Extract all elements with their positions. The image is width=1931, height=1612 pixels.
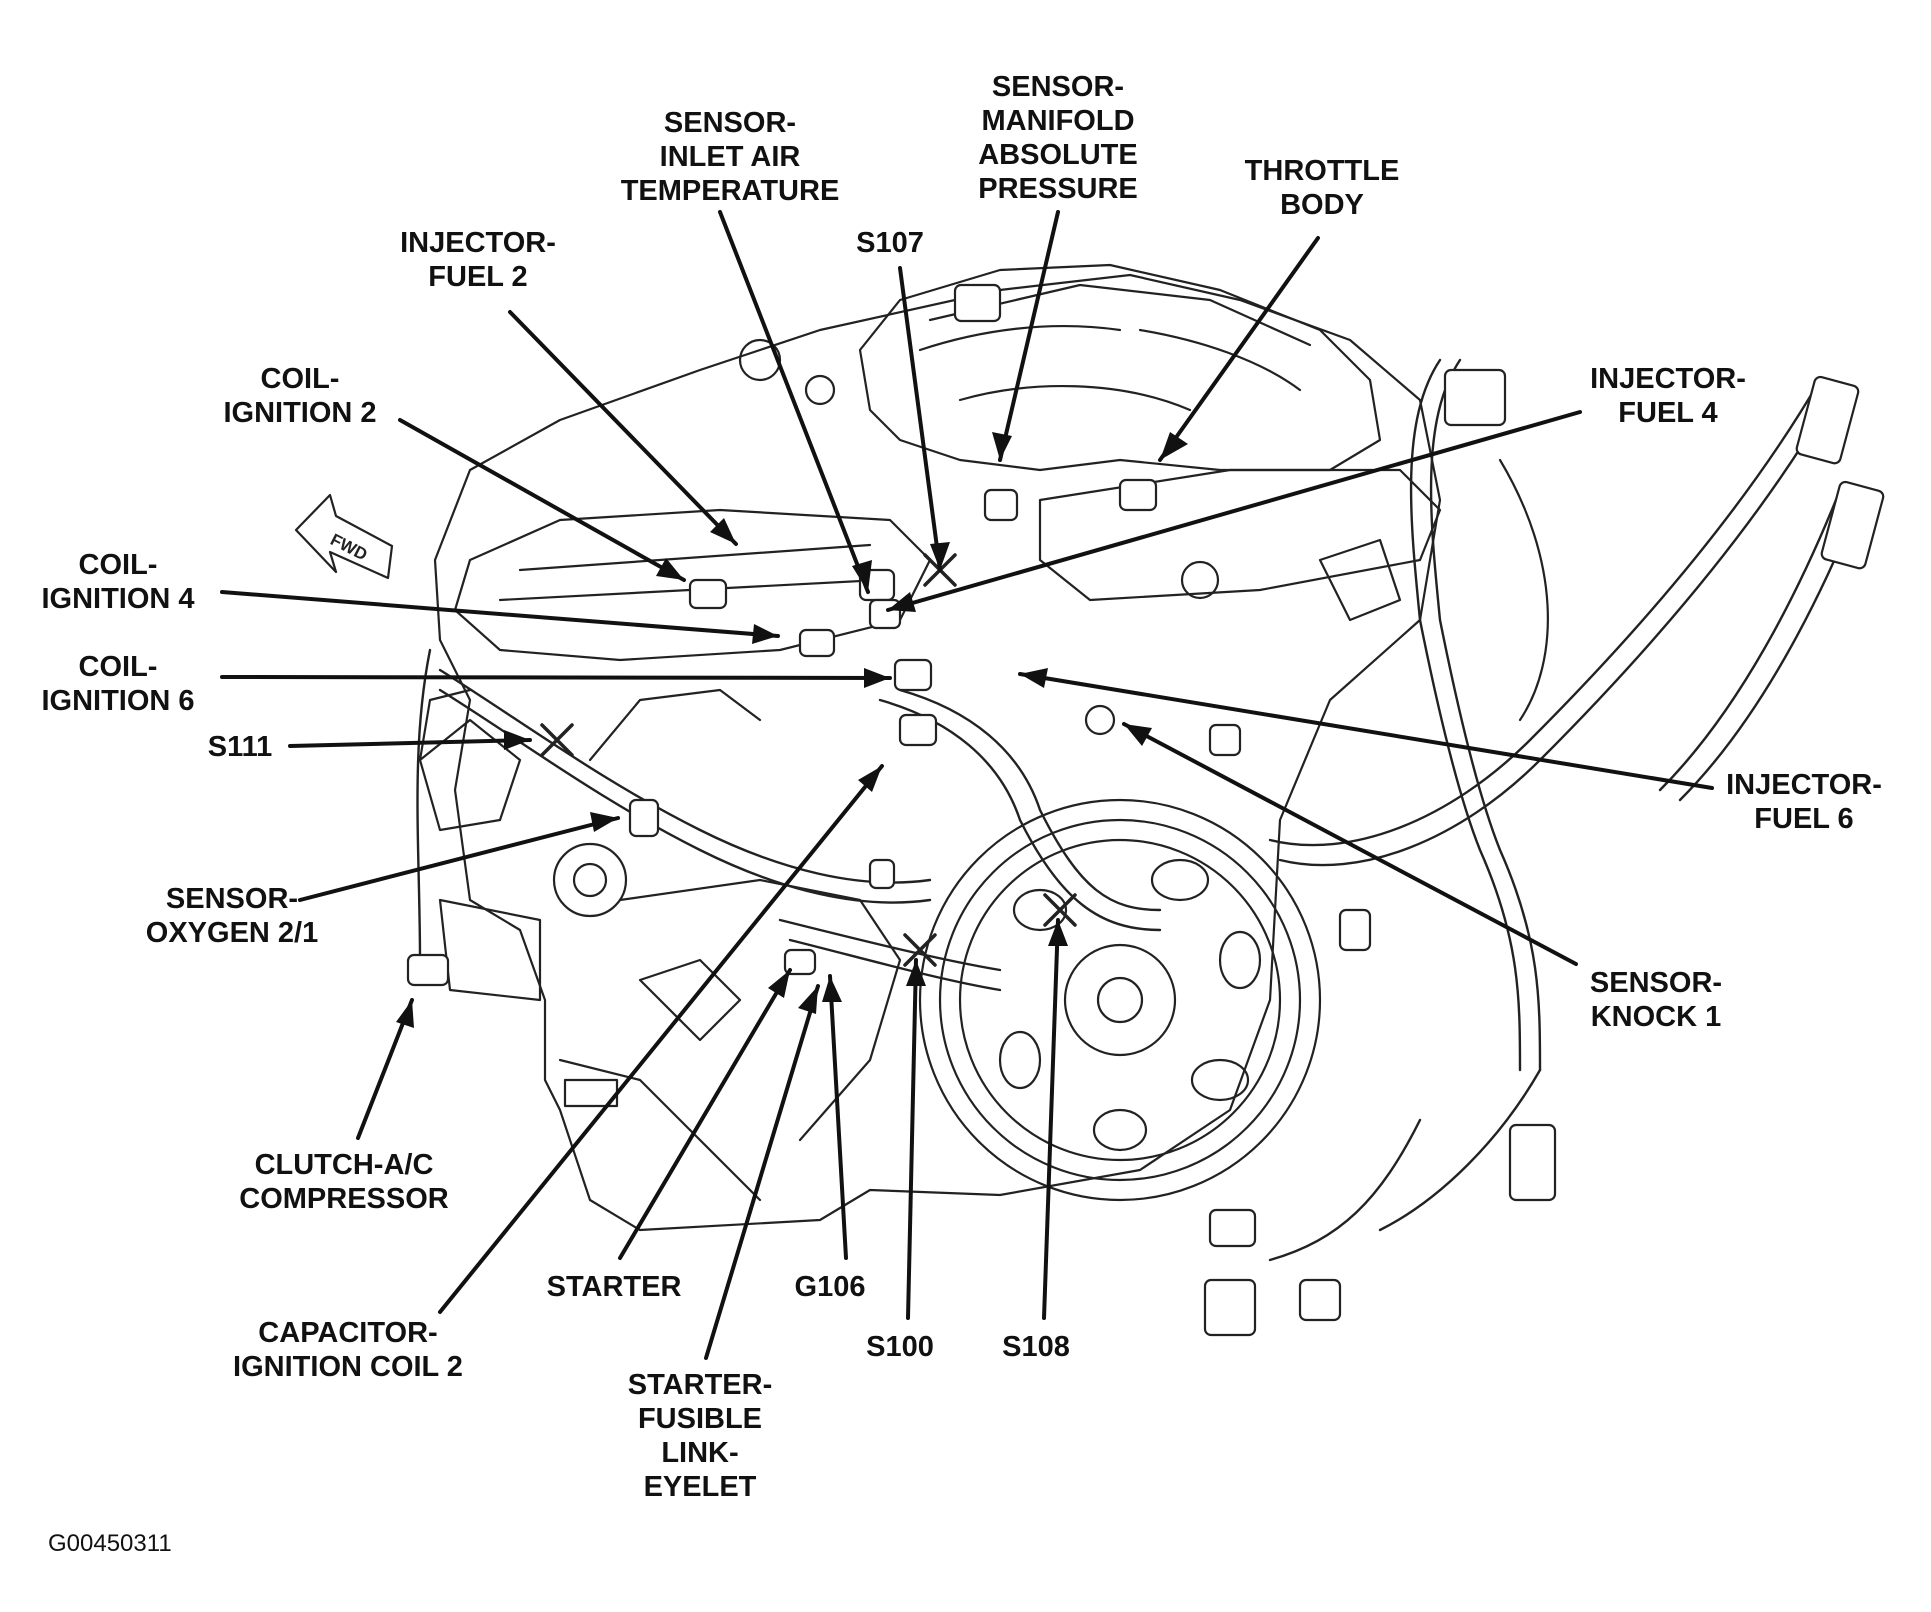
label-sensor-oxygen: SENSOR- OXYGEN 2/1 — [145, 883, 319, 949]
leader-starter — [618, 968, 792, 1260]
label-sensor-map: SENSOR- MANIFOLD ABSOLUTE PRESSURE — [978, 71, 1138, 205]
connector-upper-right — [1443, 368, 1507, 427]
engine-block-outline — [433, 273, 1442, 1232]
leader-sensor-map — [998, 210, 1060, 462]
arrowhead-s100 — [906, 960, 926, 986]
arrowhead-injector-fuel-2 — [710, 518, 736, 544]
label-capacitor: CAPACITOR- IGNITION COIL 2 — [233, 1317, 463, 1383]
label-g106: G106 — [794, 1271, 866, 1303]
leader-capacitor — [438, 764, 884, 1314]
leader-s108 — [1042, 918, 1060, 1320]
leader-coil-ignition-6 — [220, 675, 892, 680]
arrowhead-starter — [768, 970, 790, 998]
leader-s107 — [898, 266, 942, 572]
arrowhead-clutch-ac — [396, 1000, 414, 1028]
label-injector-fuel-2: INJECTOR- FUEL 2 — [400, 227, 556, 293]
arrowhead-sensor-iat — [852, 560, 872, 592]
figure-id: G00450311 — [48, 1530, 172, 1557]
splice-s108-mark — [1043, 893, 1077, 927]
label-starter: STARTER — [546, 1271, 682, 1303]
flywheel — [918, 798, 1322, 1202]
harness-front — [438, 668, 932, 884]
fwd-arrow-icon — [294, 493, 394, 580]
label-coil-ignition-2: COIL- IGNITION 2 — [223, 363, 377, 429]
label-s108: S108 — [1002, 1331, 1070, 1363]
leader-injector-fuel-4 — [886, 410, 1582, 612]
leader-injector-fuel-6 — [1018, 672, 1714, 790]
arrowhead-coil-ignition-2 — [656, 558, 684, 580]
label-sensor-knock: SENSOR- KNOCK 1 — [1589, 967, 1723, 1033]
harness-center — [878, 698, 1162, 932]
leader-coil-ignition-2 — [398, 418, 686, 582]
valve-cover-rear — [1038, 468, 1442, 602]
leader-s111 — [288, 738, 532, 748]
label-s107: S107 — [856, 227, 924, 259]
label-coil-ignition-6: COIL- IGNITION 6 — [41, 651, 195, 717]
arrowhead-s108 — [1048, 920, 1068, 946]
arrowhead-s111 — [504, 730, 530, 750]
arrowhead-throttle-body — [1160, 432, 1188, 460]
leader-sensor-oxygen — [298, 816, 620, 902]
leader-s100 — [906, 958, 918, 1320]
arrowhead-g106 — [822, 976, 842, 1002]
label-injector-fuel-6: INJECTOR- FUEL 6 — [1726, 769, 1882, 835]
arrowhead-capacitor — [858, 766, 882, 792]
leader-throttle-body — [1158, 236, 1320, 462]
label-s111: S111 — [207, 731, 273, 763]
arrowhead-starter-fusible — [798, 986, 818, 1014]
label-sensor-iat: SENSOR- INLET AIR TEMPERATURE — [620, 107, 840, 207]
label-coil-ignition-4: COIL- IGNITION 4 — [41, 549, 195, 615]
splice-s100-mark — [903, 933, 937, 967]
arrowhead-injector-fuel-4 — [888, 592, 916, 612]
leader-g106 — [828, 974, 848, 1260]
leader-starter-fusible — [704, 984, 820, 1360]
intake-manifold — [858, 263, 1382, 472]
arrowhead-injector-fuel-6 — [1020, 668, 1048, 688]
arrowhead-sensor-oxygen — [590, 812, 618, 832]
label-throttle-body: THROTTLE BODY — [1244, 155, 1400, 221]
leader-sensor-knock — [1122, 722, 1578, 966]
arrowhead-coil-ignition-6 — [864, 668, 890, 688]
splice-s111-mark — [540, 723, 574, 757]
arrowhead-s107 — [930, 542, 950, 570]
leader-injector-fuel-2 — [508, 310, 738, 546]
label-s100: S100 — [866, 1331, 934, 1363]
leader-coil-ignition-4 — [220, 590, 780, 638]
arrowhead-sensor-knock — [1124, 724, 1152, 746]
label-injector-fuel-4: INJECTOR- FUEL 4 — [1590, 363, 1746, 429]
leader-sensor-iat — [718, 210, 870, 594]
label-clutch-ac: CLUTCH-A/C COMPRESSOR — [239, 1149, 449, 1215]
harness-upper-right — [1278, 398, 1832, 867]
label-starter-fusible: STARTER- FUSIBLE LINK- EYELET — [627, 1369, 773, 1503]
arrowhead-sensor-map — [992, 432, 1012, 460]
arrowhead-coil-ignition-4 — [752, 624, 778, 644]
